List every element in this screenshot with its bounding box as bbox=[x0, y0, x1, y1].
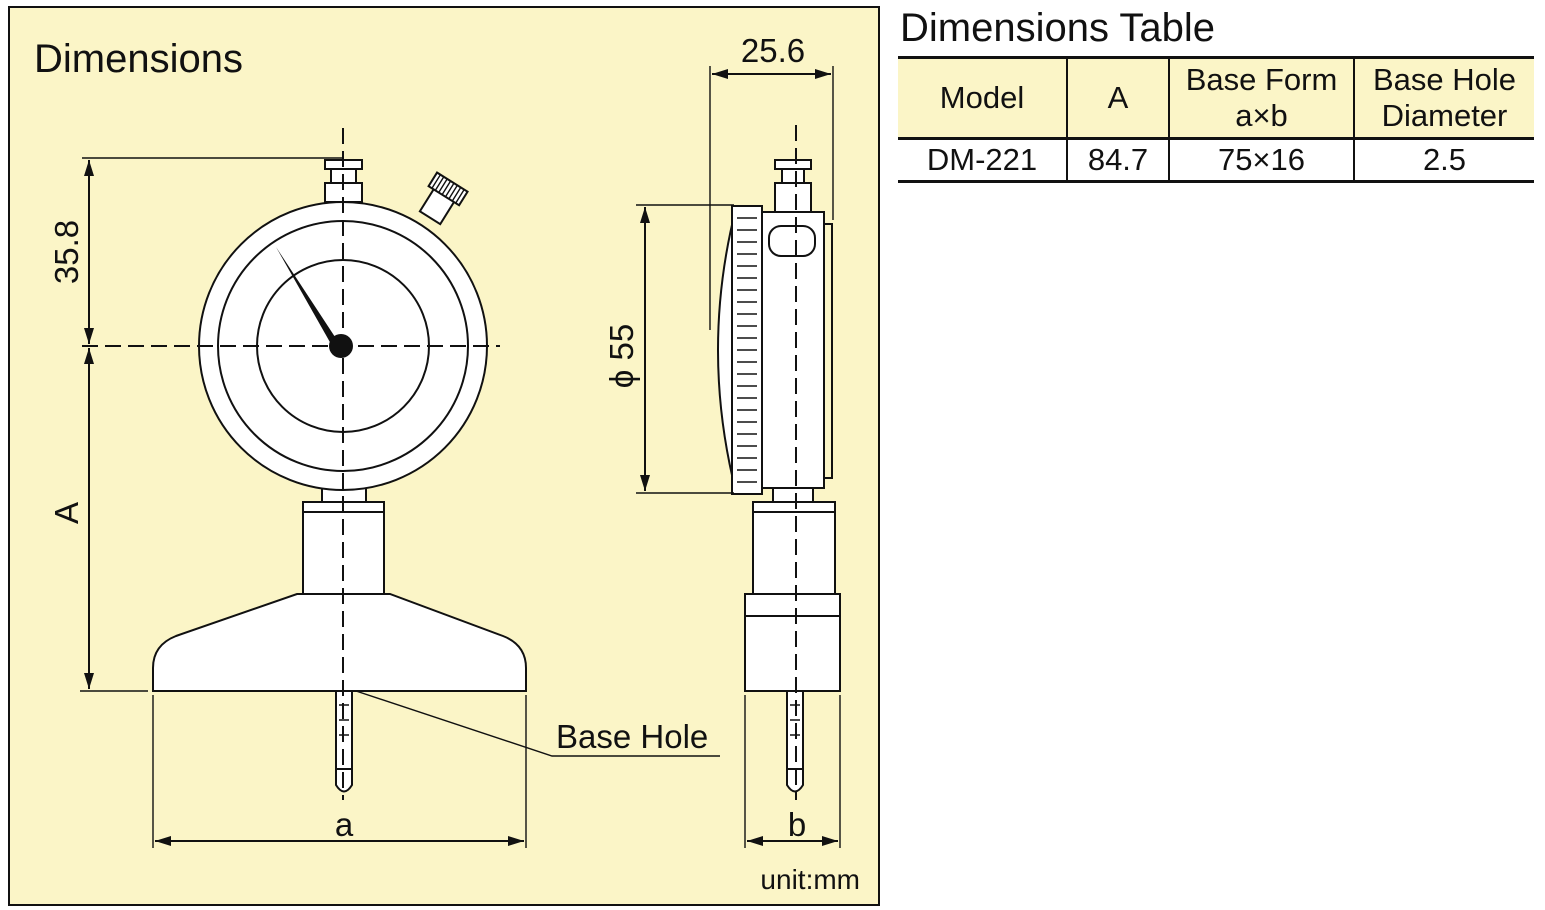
dial-case-side bbox=[761, 211, 825, 489]
dial-needle bbox=[276, 247, 337, 344]
base-hole-label: Base Hole bbox=[556, 718, 708, 755]
header-a: A bbox=[1066, 57, 1169, 139]
base-side bbox=[744, 593, 841, 692]
dim-label-a-depth: A bbox=[48, 502, 85, 524]
knob-side bbox=[768, 225, 816, 257]
dim-label-base-width: a bbox=[335, 806, 354, 843]
dimensions-diagram: Dimensions bbox=[8, 6, 880, 906]
dim-label-side-width: 25.6 bbox=[741, 32, 805, 69]
cell-base-hole-diameter: 2.5 bbox=[1353, 138, 1534, 182]
stem-side bbox=[752, 501, 836, 595]
unit-label: unit:mm bbox=[760, 864, 860, 895]
dim-label-top-height: 35.8 bbox=[48, 220, 85, 284]
front-view: 35.8 A a Base Hole bbox=[48, 128, 720, 848]
dim-label-base-depth: b bbox=[788, 806, 806, 843]
header-model: Model bbox=[898, 57, 1067, 139]
side-view: 25.6 ϕ 55 b bbox=[603, 32, 841, 848]
table-title: Dimensions Table bbox=[900, 6, 1215, 50]
table-row: DM-221 84.7 75×16 2.5 bbox=[898, 138, 1534, 182]
cell-a: 84.7 bbox=[1066, 138, 1169, 182]
panel-title: Dimensions bbox=[34, 37, 243, 81]
cell-model: DM-221 bbox=[926, 142, 1038, 177]
dim-label-dial-diameter: ϕ 55 bbox=[603, 324, 640, 388]
dial-center bbox=[329, 334, 353, 358]
cell-base-form: 75×16 bbox=[1168, 138, 1354, 182]
adjust-knob bbox=[418, 171, 469, 226]
base-foot bbox=[152, 593, 527, 692]
